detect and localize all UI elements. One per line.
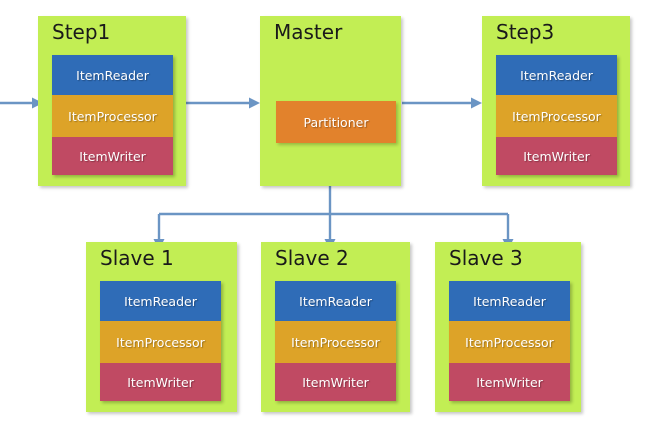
panel-slave1[interactable]: Slave 1 ItemReader ItemProcessor ItemWri… xyxy=(86,242,237,412)
block-itemreader-slave2[interactable]: ItemReader xyxy=(275,281,396,321)
component-stack-step1: ItemReader ItemProcessor ItemWriter xyxy=(52,55,173,175)
block-itemprocessor-slave1[interactable]: ItemProcessor xyxy=(100,321,221,363)
block-itemreader-slave1[interactable]: ItemReader xyxy=(100,281,221,321)
connector-master-to-step3 xyxy=(402,97,482,109)
block-itemreader-slave3[interactable]: ItemReader xyxy=(449,281,570,321)
block-partitioner-master[interactable]: Partitioner xyxy=(276,101,396,143)
component-stack-slave3: ItemReader ItemProcessor ItemWriter xyxy=(449,281,570,401)
block-itemprocessor-step1[interactable]: ItemProcessor xyxy=(52,95,173,137)
panel-slave3[interactable]: Slave 3 ItemReader ItemProcessor ItemWri… xyxy=(435,242,581,412)
panel-title-slave2: Slave 2 xyxy=(275,246,349,270)
panel-slave2[interactable]: Slave 2 ItemReader ItemProcessor ItemWri… xyxy=(261,242,410,412)
connector-master-bus xyxy=(159,186,508,250)
connector-entry-to-step1 xyxy=(0,97,43,109)
panel-master[interactable]: Master Partitioner xyxy=(260,16,401,186)
panel-step1[interactable]: Step1 ItemReader ItemProcessor ItemWrite… xyxy=(38,16,186,186)
component-stack-slave1: ItemReader ItemProcessor ItemWriter xyxy=(100,281,221,401)
block-itemprocessor-slave3[interactable]: ItemProcessor xyxy=(449,321,570,363)
panel-title-slave1: Slave 1 xyxy=(100,246,174,270)
block-itemwriter-step3[interactable]: ItemWriter xyxy=(496,137,617,175)
block-itemwriter-slave2[interactable]: ItemWriter xyxy=(275,363,396,401)
panel-title-master: Master xyxy=(274,20,343,44)
connector-step1-to-master xyxy=(186,97,260,109)
block-itemreader-step1[interactable]: ItemReader xyxy=(52,55,173,95)
component-stack-slave2: ItemReader ItemProcessor ItemWriter xyxy=(275,281,396,401)
block-itemwriter-slave3[interactable]: ItemWriter xyxy=(449,363,570,401)
block-itemprocessor-step3[interactable]: ItemProcessor xyxy=(496,95,617,137)
block-itemwriter-slave1[interactable]: ItemWriter xyxy=(100,363,221,401)
component-stack-step3: ItemReader ItemProcessor ItemWriter xyxy=(496,55,617,175)
block-itemwriter-step1[interactable]: ItemWriter xyxy=(52,137,173,175)
panel-step3[interactable]: Step3 ItemReader ItemProcessor ItemWrite… xyxy=(482,16,630,186)
block-itemprocessor-slave2[interactable]: ItemProcessor xyxy=(275,321,396,363)
panel-title-step1: Step1 xyxy=(52,20,111,44)
panel-title-step3: Step3 xyxy=(496,20,555,44)
panel-title-slave3: Slave 3 xyxy=(449,246,523,270)
block-itemreader-step3[interactable]: ItemReader xyxy=(496,55,617,95)
